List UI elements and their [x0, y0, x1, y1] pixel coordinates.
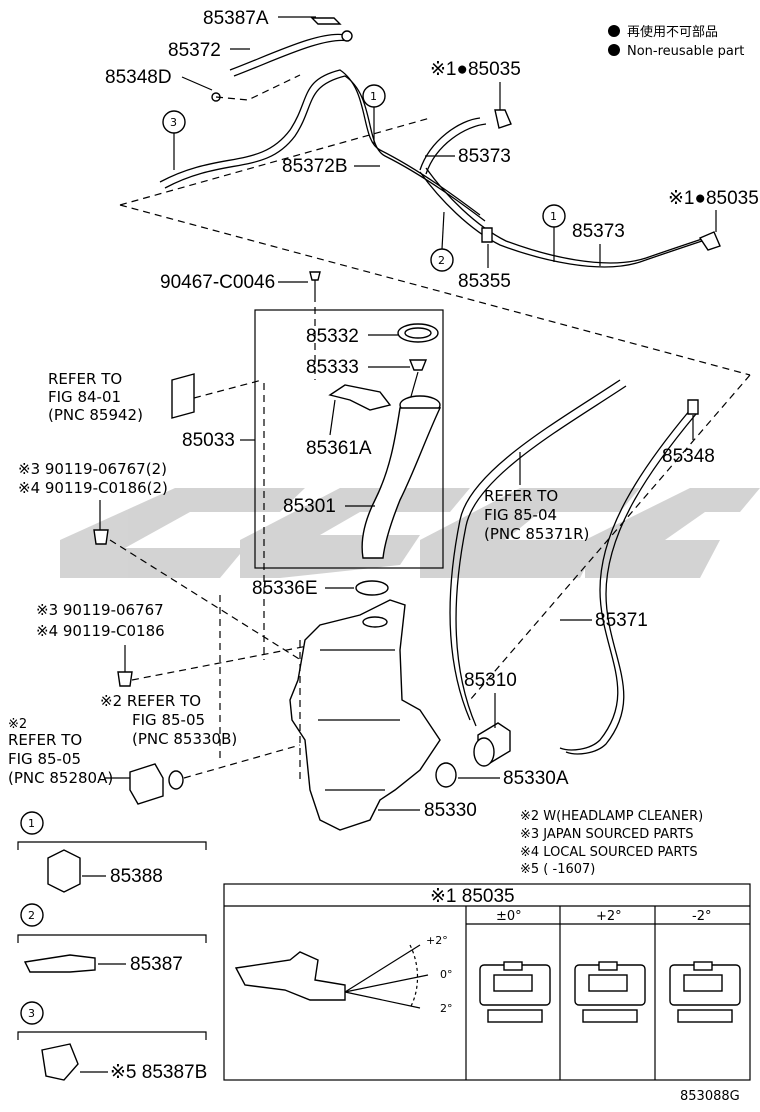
bolt-set-2-line1: ※3 90119-06767: [36, 601, 164, 619]
refer-85-04-line2: FIG 85-04: [484, 506, 557, 524]
detail-1: 1 85388: [17, 811, 207, 893]
table-col-minus2: -2°: [692, 909, 711, 924]
bolt-icon: [117, 671, 133, 687]
label-85373-a: 85373: [458, 146, 511, 167]
table-col-plus2: +2°: [596, 909, 622, 924]
cap-assembly-box: [254, 309, 444, 569]
legend-en: Non-reusable part: [627, 44, 744, 59]
refer-85-04-line3: (PNC 85371R): [484, 525, 589, 543]
refer-84-01-line2: FIG 84-01: [48, 388, 121, 406]
svg-text:3: 3: [170, 116, 177, 129]
label-85387B: ※5 85387B: [110, 1062, 207, 1083]
pump-85310: [473, 722, 511, 767]
note-2: ※2 W(HEADLAMP CLEANER): [520, 809, 703, 824]
refer-85280A-line1: REFER TO: [8, 731, 82, 749]
label-85361A: 85361A: [306, 438, 372, 459]
detail-2: 2 85387: [17, 903, 207, 975]
label-85035-right: ※1●85035: [668, 188, 759, 209]
bolt-set-2-line2: ※4 90119-C0186: [36, 622, 165, 640]
label-85372B: 85372B: [282, 156, 348, 177]
label-85033: 85033: [182, 430, 235, 451]
callout-1-mid: 1: [542, 204, 566, 262]
note-5: ※5 ( -1607): [520, 862, 595, 877]
callout-1-top: 1: [362, 84, 386, 145]
label-85301: 85301: [283, 496, 336, 517]
bolt-set-1-line2: ※4 90119-C0186(2): [18, 479, 168, 497]
legend-dot-icon: [608, 44, 620, 56]
label-90467: 90467-C0046: [160, 272, 275, 293]
dashed-leader: [215, 74, 301, 101]
svg-text:1: 1: [28, 817, 35, 830]
svg-text:2: 2: [28, 909, 35, 922]
label-85387A: 85387A: [203, 8, 269, 29]
label-85373-b: 85373: [572, 221, 625, 242]
bolt-90467-icon: [309, 271, 321, 281]
label-85310: 85310: [464, 670, 517, 691]
svg-text:3: 3: [28, 1007, 35, 1020]
legend-jp: 再使用不可部品: [627, 24, 718, 40]
detail-3: 3 ※5 85387B: [17, 1001, 207, 1083]
note-3: ※3 JAPAN SOURCED PARTS: [520, 827, 694, 842]
angle-minus2: 2°: [440, 1002, 453, 1015]
nozzle-angle-table: ※1 85035 ±0° +2° -2° +2° 0° 2°: [223, 883, 751, 1081]
refer-84-01-line3: (PNC 85942): [48, 406, 143, 424]
headlamp-pump-icon: [129, 763, 164, 805]
label-85388: 85388: [110, 866, 163, 887]
refer-84-01-line1: REFER TO: [48, 370, 122, 388]
bolt-icon: [93, 529, 109, 545]
label-85333: 85333: [306, 357, 359, 378]
callout-3-top: 3: [162, 110, 186, 170]
table-col-0: ±0°: [496, 909, 522, 924]
label-85330: 85330: [424, 800, 477, 821]
level-sensor-icon: [171, 373, 195, 419]
label-85035-top: ※1●85035: [430, 59, 521, 80]
upper-hose-group: [159, 17, 721, 268]
refer-85330B-line3: (PNC 85330B): [132, 730, 237, 748]
diagram-code: 853088G: [680, 1089, 740, 1104]
dashed-leader: [119, 204, 751, 376]
angle-plus2: +2°: [426, 934, 448, 947]
nozzle-connector-0deg-icon: [479, 961, 551, 1023]
dashed-leader: [119, 117, 431, 206]
label-85332: 85332: [306, 326, 359, 347]
svg-text:1: 1: [370, 90, 377, 103]
refer-85330B-line1: ※2 REFER TO: [100, 692, 201, 710]
label-85371: 85371: [595, 610, 648, 631]
grommet-85330A-icon: [435, 762, 457, 788]
filler-neck-group: [328, 323, 442, 559]
angle-0: 0°: [440, 968, 453, 981]
refer-85280A-note: ※2: [8, 717, 27, 732]
note-4: ※4 LOCAL SOURCED PARTS: [520, 845, 698, 860]
label-85348: 85348: [662, 446, 715, 467]
refer-85330B-line2: FIG 85-05: [132, 711, 205, 729]
bolt-set-1-line1: ※3 90119-06767(2): [18, 460, 167, 478]
table-title: ※1 85035: [430, 886, 515, 907]
callout-2-top: 2: [430, 211, 454, 272]
svg-text:2: 2: [438, 254, 445, 267]
watermark-logo: [60, 488, 760, 578]
label-85355: 85355: [458, 271, 511, 292]
washer-tank-85330: [289, 599, 441, 831]
nozzle-connector-plus2deg-icon: [574, 961, 646, 1023]
long-hose-85371: [449, 379, 699, 755]
refer-85-04-line1: REFER TO: [484, 487, 558, 505]
grommet-85336E-icon: [355, 580, 389, 596]
label-85372: 85372: [168, 40, 221, 61]
label-85336E: 85336E: [252, 578, 318, 599]
nozzle-connector-minus2deg-icon: [669, 961, 741, 1023]
legend-dot-icon: [608, 25, 620, 37]
refer-85280A-line2: FIG 85-05: [8, 750, 81, 768]
svg-text:1: 1: [550, 210, 557, 223]
label-85330A: 85330A: [503, 768, 569, 789]
label-85348D: 85348D: [105, 67, 172, 88]
label-85387: 85387: [130, 954, 183, 975]
refer-85280A-line3: (PNC 85280A): [8, 769, 113, 787]
